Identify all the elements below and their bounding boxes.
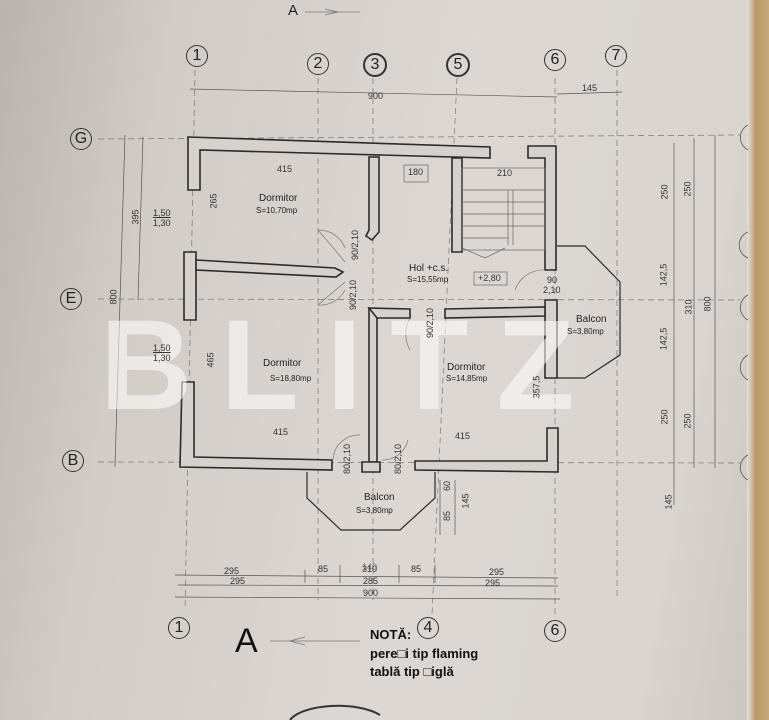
dim-bottom-row1-4: 295 <box>489 567 505 577</box>
dim-right-145: 145 <box>663 494 674 510</box>
dim-bottom-row1-overlap: 140 <box>362 562 378 572</box>
room1-name: Dormitor <box>259 193 298 204</box>
dim-top-overhang: 145 <box>582 83 598 93</box>
dim-bottom-row1-0: 295 <box>224 566 240 576</box>
axis-bubble-5: 5 <box>446 53 470 77</box>
dim-bottom-row1-3: 85 <box>411 564 422 574</box>
window-upper-bottom: 1,30 <box>153 218 171 228</box>
dim-bottom-row2-1: 285 <box>363 576 379 586</box>
balcony-dim-85: 85 <box>442 510 453 522</box>
watermark: BLITZ <box>100 294 603 437</box>
note-line-1: pere□i tip flaming <box>370 646 479 661</box>
dim-right-250-b: 250 <box>682 181 693 197</box>
hall-level: +2,80 <box>478 273 501 283</box>
door-6-label: 80/2,10 <box>393 443 404 475</box>
dim-bottom-overall: 900 <box>363 588 379 598</box>
door-1-label: 90/2,10 <box>350 229 361 261</box>
dim-left-upper: 395 <box>130 209 141 225</box>
dim-bottom-row1-2: 310 <box>362 564 378 574</box>
dim-left-overall: 800 <box>108 289 119 305</box>
room2-width: 415 <box>273 427 289 437</box>
balcony-dim-60: 60 <box>442 480 453 492</box>
dim-right-250-a: 250 <box>659 184 670 200</box>
axis-bubble-7: 7 <box>605 45 627 67</box>
axis-bubble-bottom-4: 4 <box>417 617 439 639</box>
window-lower-top: 1,50 <box>153 343 171 353</box>
dim-top-overall: 900 <box>368 91 384 101</box>
door-4-h: 2,10 <box>543 285 561 295</box>
room2-area: S=18,80mp <box>270 374 312 383</box>
door-2-label: 90/2,10 <box>348 279 359 311</box>
dim-right-310: 310 <box>683 299 694 315</box>
window-upper-top: 1,50 <box>153 208 171 218</box>
door-3-label: 90/2,10 <box>425 307 436 339</box>
balcony-dim-145: 145 <box>460 493 471 509</box>
axis-bubble-1: 1 <box>186 45 208 67</box>
axis-bubble-B: B <box>62 450 84 472</box>
note-title: NOTĂ: <box>370 627 412 642</box>
window-lower-bottom: 1,30 <box>153 353 171 363</box>
room2-height: 465 <box>205 352 216 368</box>
dim-bottom-row2-0: 295 <box>230 576 246 586</box>
dim-right-142-a: 142,5 <box>658 263 669 287</box>
balcony-right-area: S=3,80mp <box>567 327 604 336</box>
room3-name: Dormitor <box>447 362 486 373</box>
section-marker-bottom: A <box>235 622 258 660</box>
section-marker-top: A <box>288 2 299 19</box>
stair-width: 210 <box>497 168 513 178</box>
axis-bubble-6: 6 <box>544 49 566 71</box>
axis-bubble-E: E <box>60 288 82 310</box>
note-line-2: tablă tip □iglă <box>370 664 454 679</box>
axis-bubble-2: 2 <box>307 53 329 75</box>
door-4-w: 90 <box>547 275 558 285</box>
dim-right-800: 800 <box>702 296 713 312</box>
dim-right-250-c: 250 <box>659 409 670 425</box>
dim-right-250-d: 250 <box>682 413 693 429</box>
room3-height: 357,5 <box>531 375 542 399</box>
room3-area: S=14,85mp <box>446 374 488 383</box>
room1-width: 415 <box>277 164 293 174</box>
room3-width: 415 <box>455 431 471 441</box>
room2-name: Dormitor <box>263 358 302 369</box>
sheet-edge <box>747 0 769 720</box>
room1-height: 265 <box>208 193 219 209</box>
dim-bottom-row1-1: 85 <box>318 564 329 574</box>
balcony-bottom-name: Balcon <box>364 492 395 503</box>
door-5-label: 80/2,10 <box>342 443 353 475</box>
dim-bottom-row2-2: 295 <box>485 578 501 588</box>
axis-bubble-3: 3 <box>363 53 387 77</box>
axis-bubble-bottom-6: 6 <box>544 620 566 642</box>
hall-name: Hol +c.s. <box>409 263 449 274</box>
hall-area: S=15,55mp <box>407 275 449 284</box>
axis-bubble-bottom-1: 1 <box>168 617 190 639</box>
hall-window: 180 <box>408 167 424 177</box>
balcony-right-name: Balcon <box>576 314 607 325</box>
room1-area: S=10,70mp <box>256 206 298 215</box>
balcony-bottom-area: S=3,80mp <box>356 506 393 515</box>
axis-bubble-G: G <box>70 128 92 150</box>
dim-right-142-b: 142,5 <box>658 327 669 351</box>
